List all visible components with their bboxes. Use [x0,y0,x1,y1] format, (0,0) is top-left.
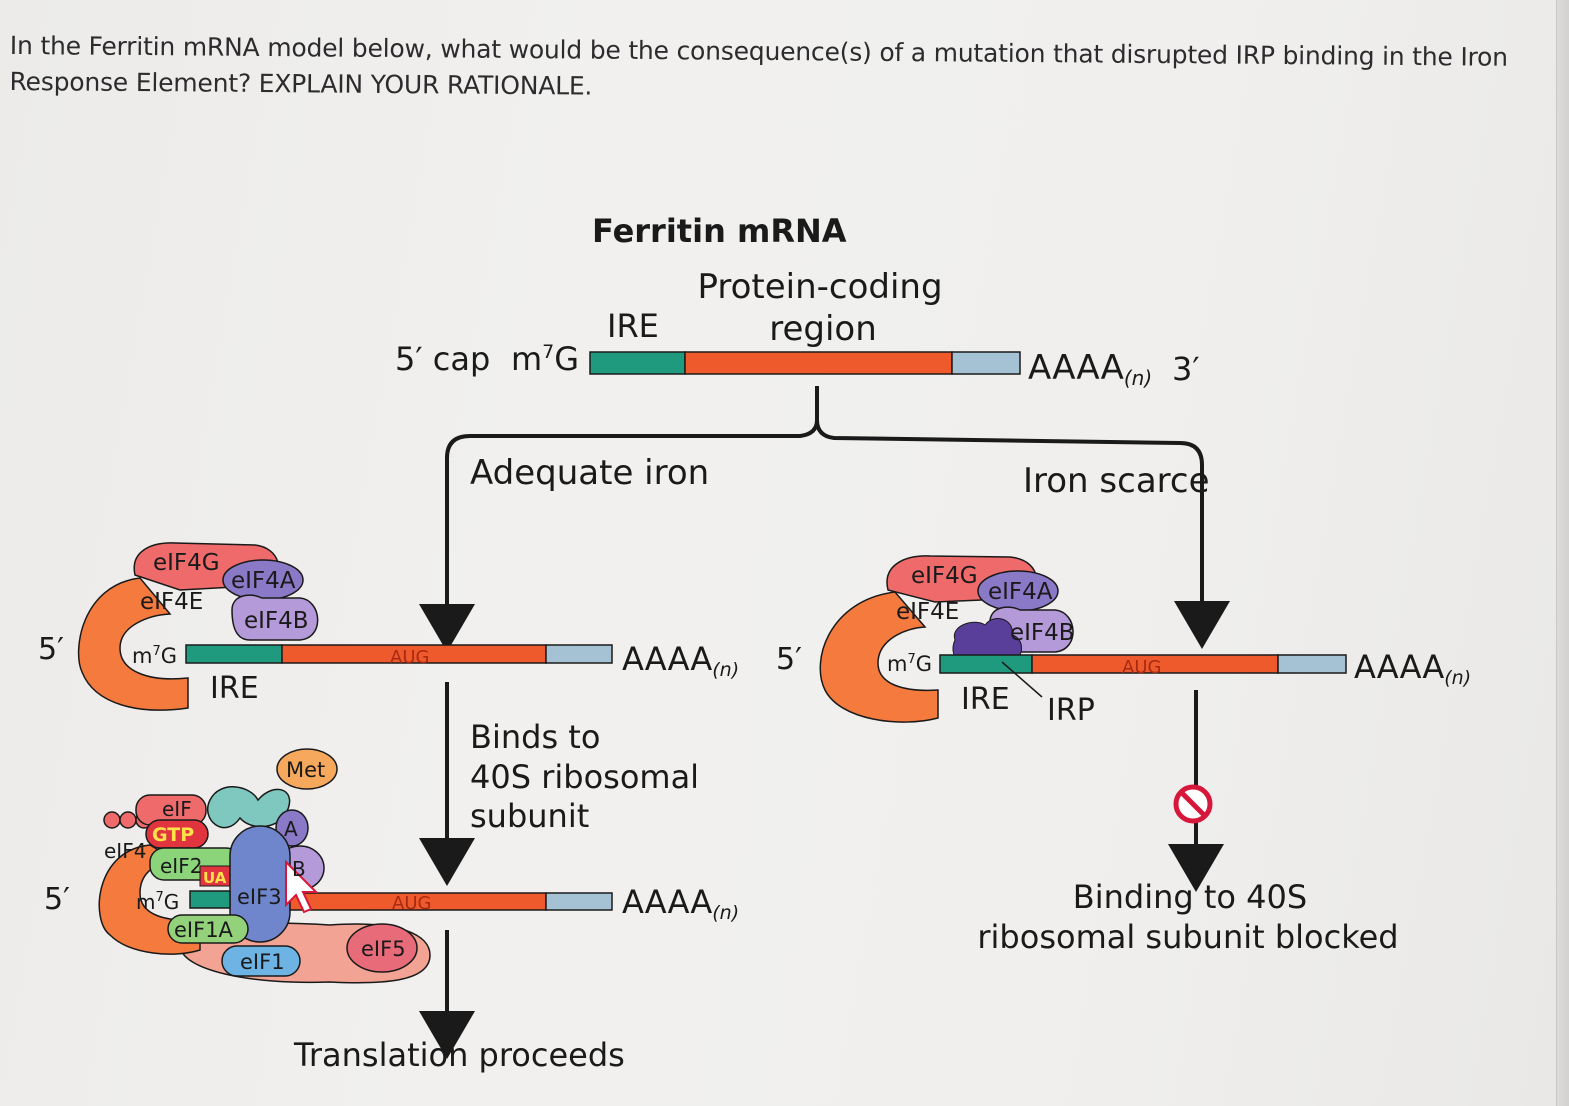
left-ire-segment [185,644,283,664]
no-entry-slash [1179,790,1207,818]
initiation-complex: Met eIF GTP eIF4 eIF2 UA A B eIF3 eIF1A … [44,748,739,984]
eif5-shape [346,923,418,973]
left-eif4b-shape [231,594,319,641]
left-mrna-complex: eIF4G eIF4E eIF4A eIF4B 5′ m7G AUG AAAA(… [38,542,739,711]
right-mrna-complex: eIF4G eIF4E eIF4A eIF4B 5′ m7G AUG AAAA(… [776,555,1471,728]
complex-a-label: A [284,817,298,841]
three-prime-label: 3′ [1172,350,1200,388]
left-ire-label: IRE [210,671,259,706]
right-m7g-label: m7G [887,652,932,676]
top-mrna: 5′ cap m7G IRE Protein-coding region AAA… [395,267,1200,390]
irp-pointer-line [1001,661,1043,698]
eif1-shape [221,945,301,977]
met-shape [276,748,338,790]
page-edge [1556,0,1569,1106]
complex-bead-2 [119,811,137,829]
top-cap-label: 5′ cap [395,340,490,378]
left-eif4b-label: eIF4B [244,608,309,634]
eif1a-label: eIF1A [174,918,234,942]
adequate-iron-arrow [419,386,819,652]
right-utr-segment [1277,654,1347,674]
complex-ire-segment [189,890,231,909]
top-polya-label: AAAA(n) [1028,348,1152,390]
block-icon [1173,784,1213,824]
right-eif4a-label: eIF4A [988,579,1053,605]
left-eif4e-shape [77,577,189,711]
complex-five-prime: 5′ [44,882,70,917]
adequate-iron-label: Adequate iron [470,453,709,493]
blocked-label-1: Binding to 40S [1073,878,1307,916]
complex-bead-1 [103,811,121,829]
iron-scarce-label: Iron scarce [1023,461,1210,501]
left-polya-label: AAAA(n) [622,640,739,681]
complex-aug-label: AUG [392,893,431,914]
right-eif4b-label: eIF4B [1010,620,1075,646]
top-ire-segment [589,351,686,375]
irp-label: IRP [1047,693,1095,728]
blocked-label-2: ribosomal subunit blocked [977,918,1398,956]
left-utr-segment [545,644,613,664]
diagram-title: Ferritin mRNA [592,212,847,250]
right-eif4e-shape [819,591,939,723]
ua-label: UA [203,869,227,887]
right-ire-label: IRE [961,682,1010,717]
left-aug-label: AUG [390,647,429,668]
binds-label-1: Binds to [470,718,600,756]
complex-b-label: B [292,857,306,881]
branch-connector [419,386,1230,652]
complex-eif4-label: eIF4 [104,839,146,863]
top-coding-segment [684,351,953,375]
complex-m7g-label: m7G [136,890,179,914]
eif1-label: eIF1 [240,950,285,974]
top-utr-segment [951,351,1021,375]
right-eif4g-label: eIF4G [911,563,978,589]
left-eif4a-label: eIF4A [231,568,296,594]
left-eif4g-label: eIF4G [153,550,220,576]
left-m7g-label: m7G [132,644,177,668]
right-aug-label: AUG [1122,657,1161,678]
top-ire-label: IRE [607,307,659,345]
top-m7g-label: m7G [511,340,579,378]
left-eif4e-label: eIF4E [140,589,203,615]
cursor-pointer-icon [285,859,319,914]
binds-label-3: subunit [470,797,589,835]
right-five-prime: 5′ [776,642,802,677]
eif3-label: eIF3 [237,885,282,909]
binds-label-2: 40S ribosomal [470,758,699,796]
left-five-prime: 5′ [38,632,64,667]
translation-proceeds-label: Translation proceeds [293,1036,625,1074]
right-ire-segment [939,654,1033,674]
iron-scarce-arrow [815,419,1230,649]
coding-region-label-2: region [769,309,877,349]
complex-eif2-label: eIF2 [160,854,202,878]
complex-utr-segment [545,892,613,911]
coding-region-label-1: Protein-coding [697,267,942,307]
eif1a-shape [167,914,249,944]
right-polya-label: AAAA(n) [1354,648,1471,689]
complex-eif2-top-label: eIF [162,797,192,821]
met-label: Met [286,758,325,782]
eif5-label: eIF5 [361,937,406,961]
complex-polya-label: AAAA(n) [622,883,739,924]
gtp-label: GTP [152,824,194,846]
right-eif4e-label: eIF4E [896,599,959,625]
